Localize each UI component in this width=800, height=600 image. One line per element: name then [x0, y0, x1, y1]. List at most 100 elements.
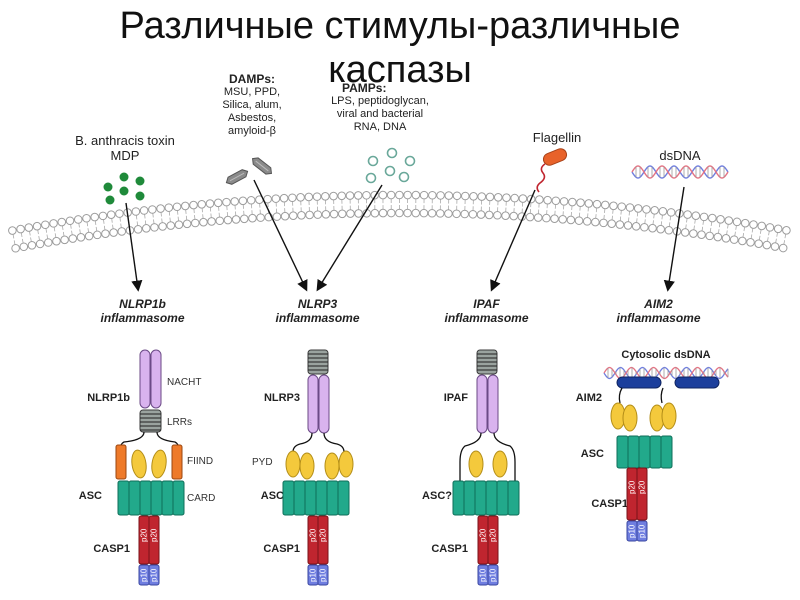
- stimulus-anthracis: B. anthracis toxin MDP: [50, 133, 200, 163]
- p10-label: p10: [489, 568, 498, 582]
- lipid-head: [172, 202, 182, 212]
- lipid-tail: [751, 228, 754, 233]
- lipid-head: [215, 216, 225, 226]
- inflammasome-word: inflammasome: [100, 311, 185, 325]
- lipid-head: [551, 196, 561, 206]
- label-asc: ASC: [260, 490, 284, 502]
- pamp-particle: [398, 171, 410, 183]
- lipid-head: [625, 203, 635, 212]
- asc-subunit: [282, 480, 295, 516]
- lipid-head: [246, 195, 256, 205]
- asc-subunit: [496, 480, 509, 516]
- lipid-head: [468, 209, 478, 219]
- inflammasome-word: inflammasome: [275, 311, 360, 325]
- arrow-dsdna: [663, 186, 685, 292]
- lipid-tail: [54, 233, 57, 238]
- lipid-head: [305, 210, 314, 220]
- lipid-head: [582, 217, 592, 226]
- lipid-head: [190, 218, 200, 228]
- p10-subunit: [487, 564, 499, 586]
- lipid-tail: [709, 227, 712, 232]
- lipid-head: [115, 209, 124, 218]
- lipid-head: [444, 191, 454, 200]
- stimulus-dsdna: dsDNA: [659, 148, 701, 163]
- nacht-domain: [476, 374, 488, 434]
- lipid-head: [436, 191, 445, 200]
- lipid-head: [370, 208, 380, 218]
- lipid-tail: [29, 231, 31, 236]
- lipid-head: [386, 190, 396, 200]
- lipid-head: [199, 217, 208, 227]
- lipid-head: [773, 224, 783, 234]
- lipid-head: [346, 209, 355, 218]
- lipid-head: [272, 212, 282, 221]
- lipid-head: [395, 190, 404, 200]
- lipid-head: [182, 219, 192, 229]
- lipid-head: [510, 193, 519, 203]
- lipid-head: [158, 222, 167, 231]
- asc-subunit: [117, 480, 130, 516]
- pyd-domain: [285, 450, 301, 478]
- lipid-head: [617, 202, 627, 211]
- lipid-tail: [45, 228, 48, 233]
- asc-card-block: [117, 480, 185, 516]
- arrow-pamps: [316, 184, 383, 292]
- lipid-head: [239, 214, 249, 224]
- label-asc-question: ASC?: [422, 490, 452, 502]
- lipid-head: [778, 243, 788, 253]
- lipid-head: [378, 190, 388, 200]
- lipid-head: [345, 191, 355, 200]
- lipid-head: [658, 207, 668, 216]
- p10-label: p10: [140, 568, 149, 582]
- pamp-particle: [386, 147, 398, 159]
- lipid-tail: [20, 232, 23, 237]
- p20-subunit: [487, 515, 499, 565]
- lipid-head: [566, 215, 576, 225]
- lipid-head: [403, 208, 412, 218]
- lipid-head: [205, 199, 215, 208]
- lipid-head: [180, 201, 190, 211]
- lipid-head: [782, 226, 791, 235]
- lipid-head: [689, 229, 698, 238]
- pamps-item: LPS, peptidoglycan,: [331, 95, 429, 107]
- lipid-tail: [718, 229, 720, 234]
- p20-label: p20: [479, 528, 488, 542]
- lipid-tail: [53, 227, 56, 232]
- lipid-head: [271, 194, 281, 203]
- lipid-head: [592, 199, 602, 209]
- lipid-tail: [726, 230, 728, 235]
- lipid-head: [501, 211, 510, 220]
- lipid-head: [49, 219, 58, 228]
- lipid-head: [705, 231, 714, 241]
- damps-item: Silica, alum,: [222, 99, 282, 111]
- lipid-head: [148, 205, 157, 214]
- lipid-tail: [71, 230, 73, 235]
- lipid-tail: [86, 222, 89, 227]
- pamps-item: RNA, DNA: [353, 121, 407, 133]
- lipid-tail: [759, 229, 762, 234]
- p20-label: p20: [638, 480, 647, 494]
- lipid-tail: [62, 231, 65, 236]
- arrow-flagellin: [490, 189, 536, 292]
- arrow-damps: [253, 179, 308, 292]
- lipid-head: [141, 224, 151, 233]
- asc-subunit: [326, 480, 339, 516]
- inflammasome-word: inflammasome: [616, 311, 701, 325]
- lrr-domain: [307, 349, 329, 375]
- asc-subunit: [463, 480, 476, 516]
- lipid-tail: [767, 237, 769, 242]
- lipid-tail: [727, 224, 729, 229]
- lipid-head: [476, 210, 486, 219]
- lipid-head: [197, 199, 207, 209]
- lipid-head: [697, 230, 706, 239]
- lipid-head: [82, 213, 91, 223]
- label-lrrs: LRRs: [167, 417, 193, 428]
- lipid-head: [166, 221, 176, 230]
- fiind-domain: [115, 444, 127, 480]
